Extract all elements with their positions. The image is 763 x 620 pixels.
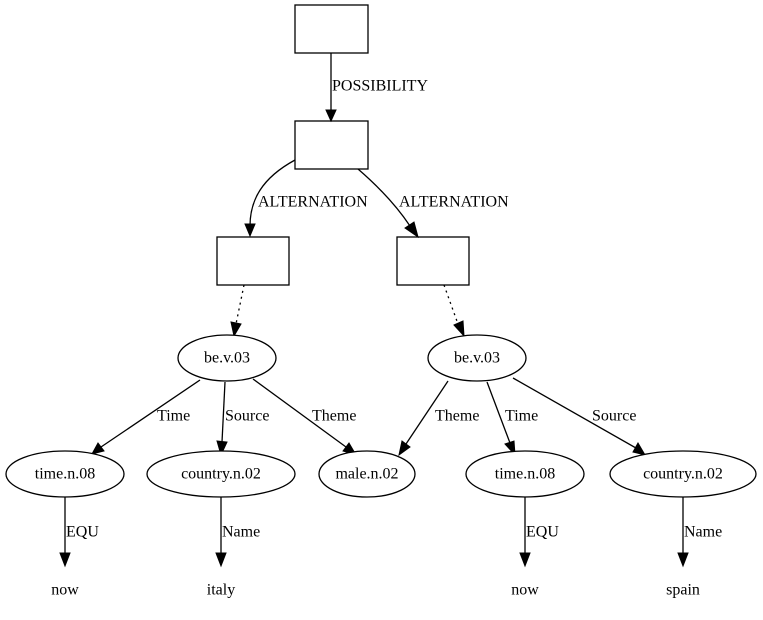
edge-left-time bbox=[100, 379, 201, 448]
edge-label-equ-left: EQU bbox=[66, 524, 99, 541]
node-label-be-right: be.v.03 bbox=[454, 350, 500, 367]
arrowhead-equ-right bbox=[519, 552, 531, 568]
edge-dotted-left bbox=[235, 284, 245, 325]
edge-label-left-theme: Theme bbox=[312, 408, 356, 425]
node-country-right bbox=[609, 450, 757, 498]
arrowhead-left-source bbox=[216, 440, 228, 457]
arrowhead-dotted-right bbox=[453, 320, 465, 338]
edge-left-theme bbox=[252, 378, 347, 448]
node-label-male: male.n.02 bbox=[335, 466, 398, 483]
edge-right-source bbox=[512, 377, 637, 449]
node-label-country-left: country.n.02 bbox=[181, 466, 261, 483]
arrowhead-dotted-left bbox=[230, 321, 242, 338]
edge-label-right-time: Time bbox=[505, 408, 538, 425]
edge-alternation-left bbox=[249, 159, 296, 227]
edge-dotted-right bbox=[443, 284, 459, 325]
edge-label-possibility: POSSIBILITY bbox=[332, 78, 428, 95]
box-right bbox=[396, 236, 470, 286]
arrowhead-alternation-right bbox=[404, 221, 419, 239]
edge-left-source bbox=[221, 381, 226, 443]
edge-right-time bbox=[486, 381, 511, 444]
node-be-right bbox=[427, 334, 527, 382]
edge-label-equ-right: EQU bbox=[526, 524, 559, 541]
arrowhead-equ-left bbox=[59, 552, 71, 568]
arrowhead-right-source bbox=[632, 441, 647, 456]
leaf-now-left: now bbox=[51, 582, 79, 599]
node-label-time-left: time.n.08 bbox=[35, 466, 95, 483]
node-time-right bbox=[465, 450, 585, 498]
node-label-time-right: time.n.08 bbox=[495, 466, 555, 483]
arrowhead-right-theme bbox=[398, 440, 411, 457]
arrowhead-name-left bbox=[215, 552, 227, 568]
edge-label-name-right: Name bbox=[684, 524, 722, 541]
edge-label-right-theme: Theme bbox=[435, 408, 479, 425]
edge-label-name-left: Name bbox=[222, 524, 260, 541]
arrowhead-alternation-left bbox=[244, 223, 256, 238]
arrowhead-name-right bbox=[677, 552, 689, 568]
edge-right-theme bbox=[405, 380, 449, 445]
arrowhead-left-time bbox=[91, 442, 105, 455]
node-time-left bbox=[5, 450, 125, 498]
edge-label-left-time: Time bbox=[157, 408, 190, 425]
edge-label-right-source: Source bbox=[592, 408, 636, 425]
box-top bbox=[294, 4, 369, 54]
edge-label-alternation-left: ALTERNATION bbox=[258, 194, 368, 211]
leaf-italy: italy bbox=[207, 582, 235, 599]
node-be-left bbox=[177, 334, 277, 382]
node-label-country-right: country.n.02 bbox=[643, 466, 723, 483]
node-male bbox=[318, 450, 416, 498]
arrowhead-possibility bbox=[325, 109, 337, 123]
edge-alternation-right bbox=[357, 168, 411, 227]
node-label-be-left: be.v.03 bbox=[204, 350, 250, 367]
leaf-spain: spain bbox=[666, 582, 700, 599]
leaf-now-right: now bbox=[511, 582, 539, 599]
node-country-left bbox=[146, 450, 296, 498]
box-left bbox=[216, 236, 290, 286]
box-middle bbox=[294, 120, 369, 170]
edge-label-alternation-right: ALTERNATION bbox=[399, 194, 509, 211]
edge-label-left-source: Source bbox=[225, 408, 269, 425]
